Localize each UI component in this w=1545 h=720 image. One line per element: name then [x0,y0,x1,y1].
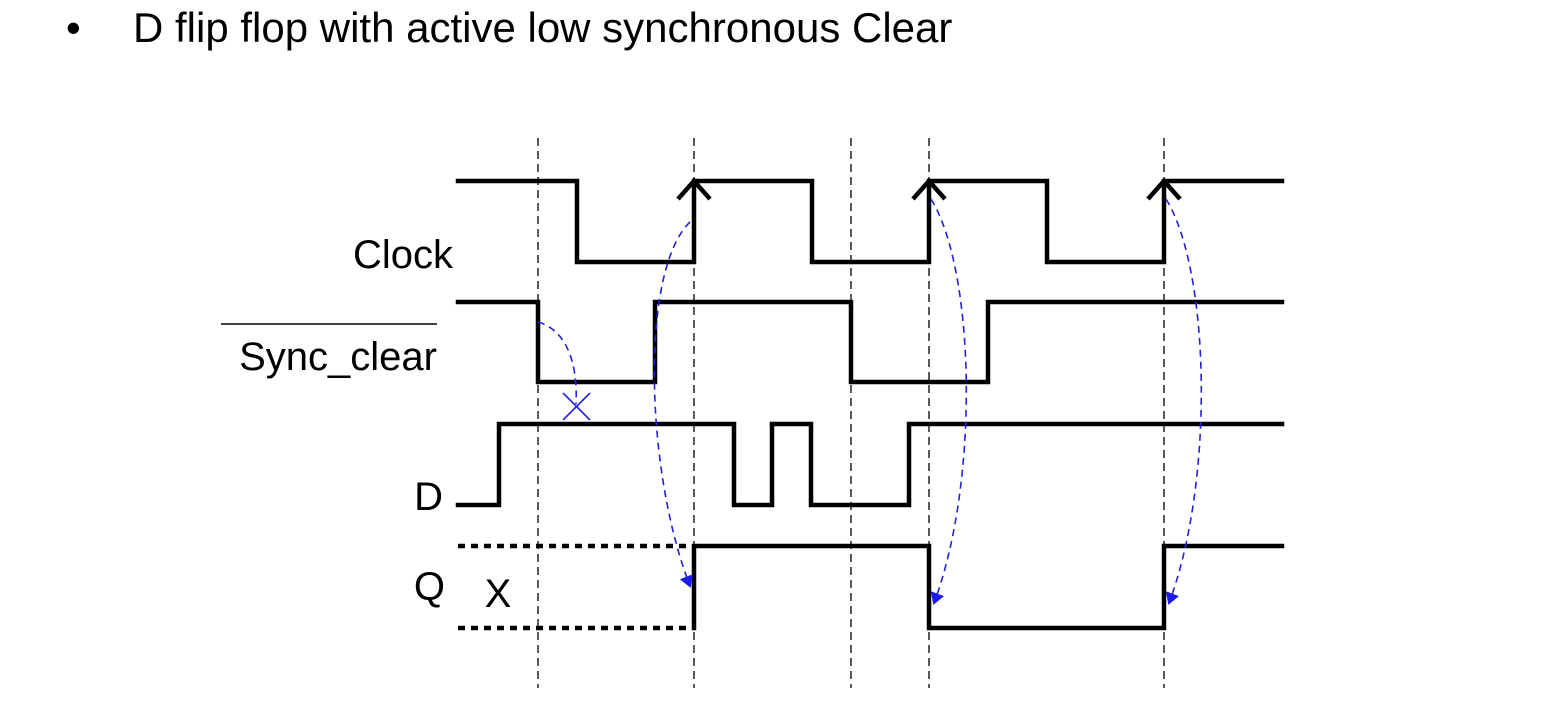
clock-waveform [455,178,1285,265]
causality-arrows [537,198,1203,605]
d-label: D [414,475,443,519]
q-waveform [691,543,1285,631]
clock-label: Clock [353,233,454,277]
clock-rising-edge-arrow [911,177,947,201]
blocked-cross-mark [562,392,591,421]
clock-rising-edge-arrow [676,177,712,201]
clock-to-q-causality-arrow [653,221,693,588]
sync-clear-to-d-causality [537,321,577,405]
clock-to-q-causality-arrow [930,198,968,605]
clock-to-q-causality-arrow [1165,198,1203,605]
d-waveform [455,421,1285,508]
q-unknown-label: X [485,572,512,616]
bullet-marker: • [66,4,81,51]
q-label: Q [414,565,445,609]
time-gridlines [537,138,1165,688]
sync-clear-waveform [455,299,1285,385]
clock-rising-edge-arrow [1146,177,1182,201]
slide-title: D flip flop with active low synchronous … [133,4,953,51]
sync-clear-label: Sync_clear [239,335,437,379]
